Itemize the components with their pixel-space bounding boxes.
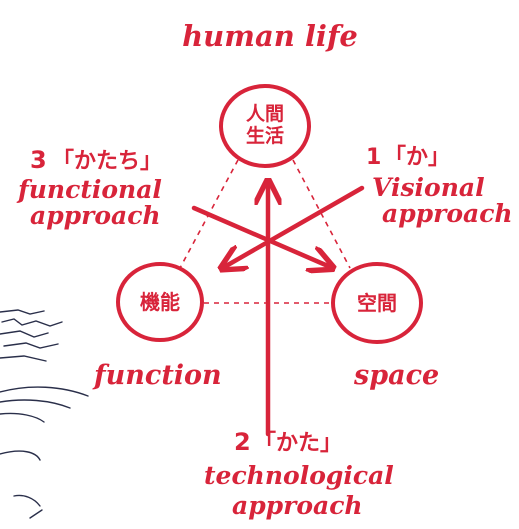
visional-approach-line2: approach xyxy=(382,199,513,228)
space-caption: space xyxy=(353,360,439,391)
function-caption: function xyxy=(92,360,222,391)
space-node-label: 空間 xyxy=(357,291,397,315)
space-circle xyxy=(331,262,423,344)
technological-approach-line1: technological xyxy=(204,461,394,490)
human-life-circle xyxy=(219,84,311,168)
functional-approach-line1: functional xyxy=(16,175,162,204)
functional-approach-number: 3 xyxy=(30,146,47,174)
visional-approach-kana: 「か」 xyxy=(384,145,450,170)
function-node-label: 機能 xyxy=(140,290,180,314)
functional-approach-kana: 「かたち」 xyxy=(52,149,162,174)
function-circle xyxy=(116,262,204,342)
visional-approach-arrow xyxy=(226,185,365,266)
human-life-label-line1: 人間 xyxy=(246,103,284,125)
human-life-label-line2: 生活 xyxy=(246,124,284,147)
visional-approach-line1: Visional xyxy=(372,173,485,202)
visional-approach-number: 1 xyxy=(366,145,381,170)
technological-approach-number: 2 xyxy=(234,428,251,456)
functional-approach-line2: approach xyxy=(30,201,161,230)
diagram-title: human life xyxy=(182,19,358,53)
technological-approach-kana: 「かた」 xyxy=(254,431,342,456)
functional-approach-arrow xyxy=(191,205,328,266)
ink-sketch-fragment xyxy=(0,309,89,519)
dashed-edge-right xyxy=(292,159,351,269)
technological-approach-line2: approach xyxy=(232,491,363,520)
